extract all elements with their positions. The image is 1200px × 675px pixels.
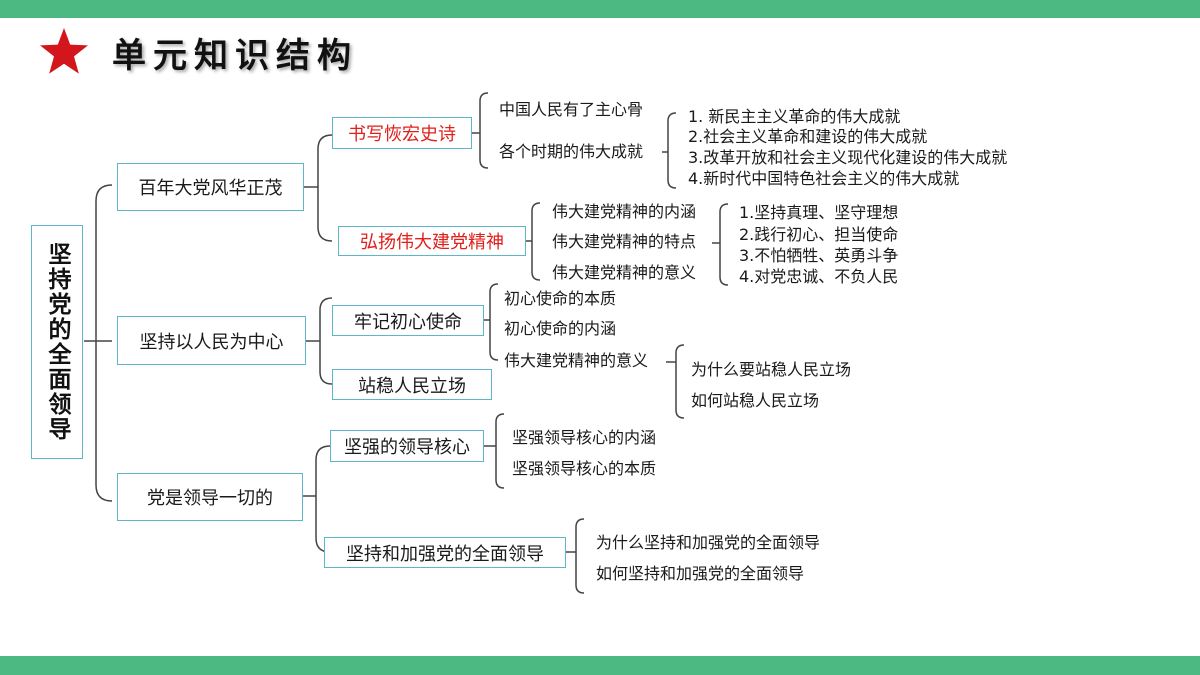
sub-epic-history: 书写恢宏史诗 <box>332 117 472 149</box>
branch-label: 百年大党风华正茂 <box>138 178 283 199</box>
leaf-item: 中国人民有了主心骨 <box>499 100 644 119</box>
leaf-item: 坚强领导核心的本质 <box>512 459 657 478</box>
bottom-accent-bar <box>0 656 1200 675</box>
leaf-item: 伟大建党精神的特点 <box>552 232 697 251</box>
leaf-item: 各个时期的伟大成就 <box>499 142 644 161</box>
page-title: 单元知识结构 <box>112 36 358 76</box>
branch-party-leads: 党是领导一切的 <box>117 473 303 521</box>
leaf-detail: 1. 新民主主义革命的伟大成就 <box>688 107 901 126</box>
leaf-item: 为什么坚持和加强党的全面领导 <box>596 533 821 552</box>
branch-people-centered: 坚持以人民为中心 <box>117 316 306 365</box>
root-topic: 坚持党的全面领导 <box>44 242 70 442</box>
leaf-detail: 2.践行初心、担当使命 <box>739 225 899 244</box>
leaf-item: 为什么要站稳人民立场 <box>691 360 852 379</box>
leaf-item: 坚强领导核心的内涵 <box>512 428 657 447</box>
top-accent-bar <box>0 0 1200 18</box>
branch-centenary-party: 百年大党风华正茂 <box>117 163 304 211</box>
leaf-item: 伟大建党精神的意义 <box>504 351 649 370</box>
sub-overall-leadership: 坚持和加强党的全面领导 <box>324 537 566 568</box>
leaf-detail: 3.不怕牺牲、英勇斗争 <box>739 246 899 265</box>
leaf-item: 如何站稳人民立场 <box>691 391 820 410</box>
leaf-detail: 1.坚持真理、坚守理想 <box>739 203 899 222</box>
leaf-detail: 3.改革开放和社会主义现代化建设的伟大成就 <box>688 148 1008 167</box>
leaf-detail: 4.对党忠诚、不负人民 <box>739 267 899 286</box>
sub-people-stance: 站稳人民立场 <box>332 369 492 400</box>
leaf-item: 伟大建党精神的内涵 <box>552 202 697 221</box>
sub-original-mission: 牢记初心使命 <box>332 305 484 336</box>
leaf-item: 初心使命的内涵 <box>504 319 617 338</box>
leaf-detail: 4.新时代中国特色社会主义的伟大成就 <box>688 169 960 188</box>
leaf-item: 如何坚持和加强党的全面领导 <box>596 564 805 583</box>
star-icon <box>40 28 88 74</box>
branch-label: 坚持以人民为中心 <box>139 331 284 353</box>
sub-leadership-core: 坚强的领导核心 <box>330 430 484 462</box>
leaf-detail: 2.社会主义革命和建设的伟大成就 <box>688 127 928 146</box>
sub-party-spirit: 弘扬伟大建党精神 <box>338 226 526 256</box>
leaf-item: 伟大建党精神的意义 <box>552 263 697 282</box>
leaf-item: 初心使命的本质 <box>504 289 617 308</box>
root-topic-box: 坚持党的全面领导 <box>31 225 83 459</box>
branch-label: 党是领导一切的 <box>147 488 273 509</box>
